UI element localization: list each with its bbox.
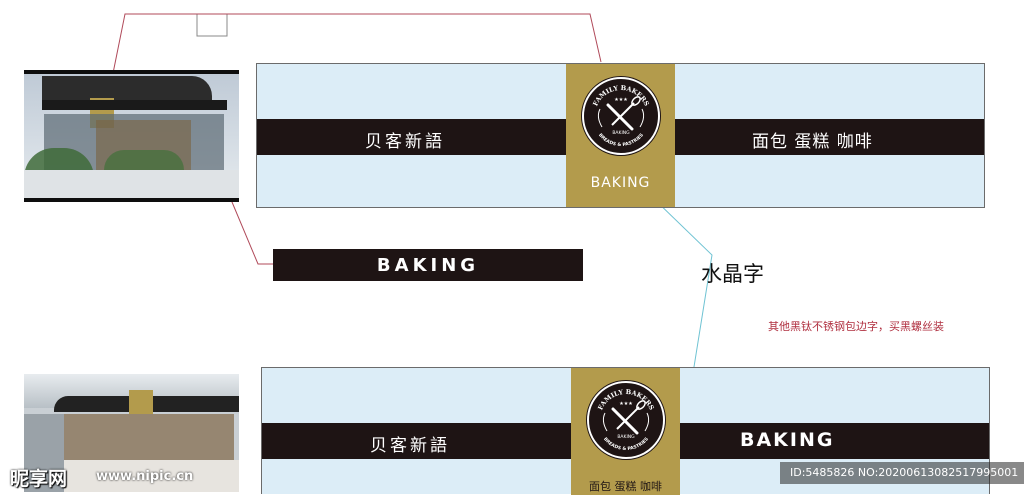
products-text: 面包 蛋糕 咖啡: [752, 132, 873, 152]
watermark-brand-text: 昵享网: [10, 468, 68, 490]
red-leader-line-top: [107, 13, 602, 99]
crystal-letters-annotation: 水晶字: [701, 262, 764, 286]
sign-panel-bottom: 贝客新語 BAKING FAMILY BAKERS BREADS & PASTR…: [261, 367, 990, 495]
storefront-photo-bottom: [24, 374, 239, 492]
logo-top-arc: FAMILY BAKERS: [591, 84, 651, 108]
family-bakers-logo: FAMILY BAKERS BREADS & PASTRIES ★★★ BAKI…: [587, 381, 665, 459]
baking-band-text: BAKING: [376, 255, 480, 276]
gold-baking-label: BAKING: [590, 175, 651, 191]
store-name: 贝客新語: [365, 132, 445, 152]
baking-band: BAKING: [273, 249, 583, 281]
logo-top-arc: FAMILY BAKERS: [596, 388, 656, 412]
watermark-brand: 昵享网: [10, 464, 67, 491]
sign-panel-top: 贝客新語 面包 蛋糕 咖啡 FAMILY BAKERS BREADS & PAS…: [256, 63, 985, 208]
logo-center-label: BAKING: [617, 434, 635, 440]
baking-text: BAKING: [740, 429, 835, 451]
svg-text:FAMILY BAKERS: FAMILY BAKERS: [591, 84, 651, 108]
svg-text:FAMILY BAKERS: FAMILY BAKERS: [596, 388, 656, 412]
gold-logo-box: FAMILY BAKERS BREADS & PASTRIES ★★★ BAKI…: [571, 368, 680, 495]
small-square-marker: [196, 13, 228, 37]
storefront-photo-top: [24, 70, 239, 202]
logo-stars: ★★★: [619, 401, 633, 407]
gold-logo-box: FAMILY BAKERS BREADS & PASTRIES ★★★ BAKI…: [566, 64, 675, 207]
store-name: 贝客新語: [370, 436, 450, 456]
logo-stars: ★★★: [614, 97, 628, 103]
logo-center-label: BAKING: [612, 130, 630, 136]
watermark-url: www.nipic.cn: [96, 469, 194, 484]
crossed-whisk-and-rolling-pin-icon: FAMILY BAKERS BREADS & PASTRIES ★★★ BAKI…: [591, 84, 651, 148]
material-note: 其他黑钛不锈钢包边字，买黑螺丝装: [768, 320, 944, 333]
watermark-id-bar: ID:5485826 NO:20200613082517995001: [780, 462, 1024, 484]
family-bakers-logo: FAMILY BAKERS BREADS & PASTRIES ★★★ BAKI…: [582, 77, 660, 155]
gold-products-label: 面包 蛋糕 咖啡: [589, 480, 662, 493]
watermark-id: ID:5485826 NO:20200613082517995001: [790, 466, 1019, 479]
crossed-whisk-and-rolling-pin-icon: FAMILY BAKERS BREADS & PASTRIES ★★★ BAKI…: [596, 388, 656, 452]
